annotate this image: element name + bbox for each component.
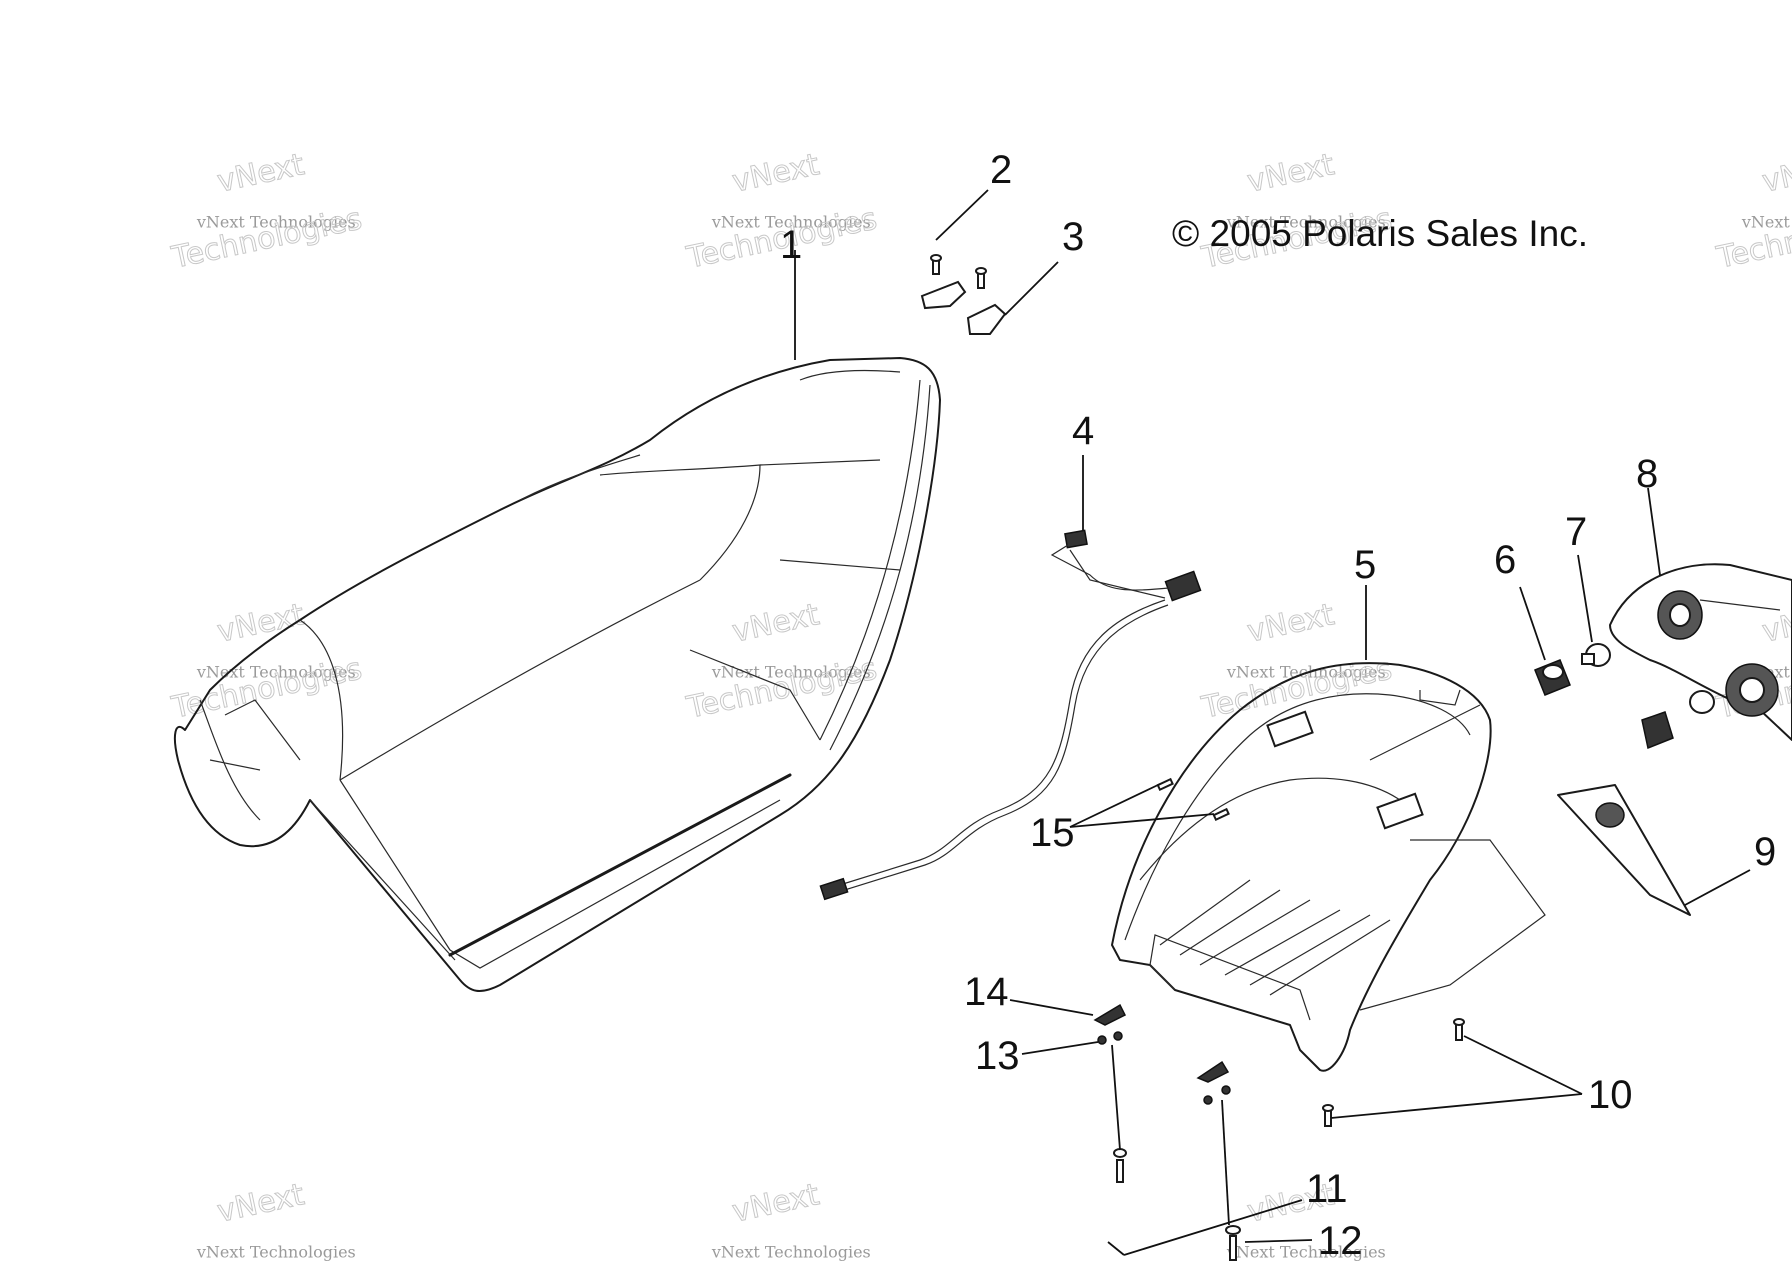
watermark: vNext vNext Technologies — [711, 1177, 871, 1262]
wire-harness-part — [819, 529, 1202, 901]
callout-11: 11 — [1306, 1167, 1348, 1211]
callout-2: 2 — [990, 148, 1012, 192]
bulb-socket-part-6 — [1534, 659, 1674, 750]
callout-8: 8 — [1636, 452, 1658, 496]
callout-labels: 1 2 3 4 5 6 7 8 9 10 11 12 13 14 15 — [780, 148, 1776, 1263]
svg-text:vNext: vNext — [1244, 597, 1337, 650]
callout-4: 4 — [1072, 409, 1094, 453]
svg-text:vNext: vNext — [214, 147, 307, 200]
clip-part-2 — [920, 254, 967, 310]
watermark: vNext vNext Technologies Technologies — [1713, 147, 1792, 277]
watermark: vNext vNext Technologies — [1226, 1177, 1386, 1262]
svg-text:vNext Technologies: vNext Technologies — [1226, 212, 1386, 231]
tail-light-housing-part-8 — [1609, 563, 1792, 741]
bolt-part-11-12 — [1113, 1148, 1241, 1261]
callout-14: 14 — [964, 970, 1009, 1014]
callout-3: 3 — [1062, 215, 1084, 259]
watermark: vNext vNext Technologies Technologies — [683, 597, 881, 727]
watermark: vNext vNext Technologies Technologies — [683, 147, 881, 277]
svg-text:vNext: vNext — [1244, 147, 1337, 200]
latch-part-14 — [1093, 1003, 1230, 1083]
leader-lines — [794, 189, 1751, 1256]
svg-text:vNext Technologies: vNext Technologies — [711, 662, 871, 681]
svg-text:vNext Technologies: vNext Technologies — [196, 212, 356, 231]
screw-part-10 — [1322, 1018, 1465, 1127]
copyright-notice: © 2005 Polaris Sales Inc. — [1172, 213, 1588, 254]
watermark: vNext vNext Technologies Technologies — [168, 147, 366, 277]
svg-text:vNext Technologies: vNext Technologies — [1226, 1242, 1386, 1261]
watermark-layer: vNext vNext Technologies Technologies vN… — [168, 147, 1792, 1262]
callout-12: 12 — [1318, 1219, 1363, 1263]
svg-text:vNext: vNext — [729, 1177, 822, 1230]
callout-7: 7 — [1565, 510, 1587, 554]
callout-6: 6 — [1494, 538, 1516, 582]
svg-text:vNext: vNext — [1759, 147, 1792, 200]
callout-1: 1 — [780, 223, 802, 267]
watermark: vNext vNext Technologies Technologies — [1198, 597, 1396, 727]
svg-text:vNext Technologies: vNext Technologies — [196, 1242, 356, 1261]
pin-part-15 — [1156, 777, 1230, 822]
watermark: vNext vNext Technologies Technologies — [168, 597, 366, 727]
callout-10: 10 — [1588, 1073, 1633, 1117]
callout-13: 13 — [975, 1034, 1020, 1078]
watermark: vNext vNext Technologies Technologies — [1198, 147, 1396, 277]
callout-5: 5 — [1354, 543, 1376, 587]
license-light-part-9 — [1557, 784, 1691, 916]
svg-text:vNext: vNext — [729, 597, 822, 650]
watermark: vNext vNext Technologies — [196, 1177, 356, 1262]
bulb-part-7 — [1581, 643, 1715, 714]
callout-15: 15 — [1030, 811, 1075, 855]
svg-text:vNext: vNext — [1759, 597, 1792, 650]
svg-text:vNext Technologies: vNext Technologies — [1226, 662, 1386, 681]
svg-text:vNext: vNext — [729, 147, 822, 200]
callout-9: 9 — [1754, 830, 1776, 874]
svg-text:vNext Technologies: vNext Technologies — [711, 1242, 871, 1261]
clip-part-3 — [966, 267, 1007, 335]
nut-part-13 — [1097, 1031, 1231, 1105]
svg-text:vNext Technologies: vNext Technologies — [711, 212, 871, 231]
seat-part — [173, 357, 941, 992]
svg-text:vNext Technologies: vNext Technologies — [1741, 212, 1792, 231]
svg-text:vNext: vNext — [214, 1177, 307, 1230]
rear-cowl-part — [1111, 662, 1546, 1072]
